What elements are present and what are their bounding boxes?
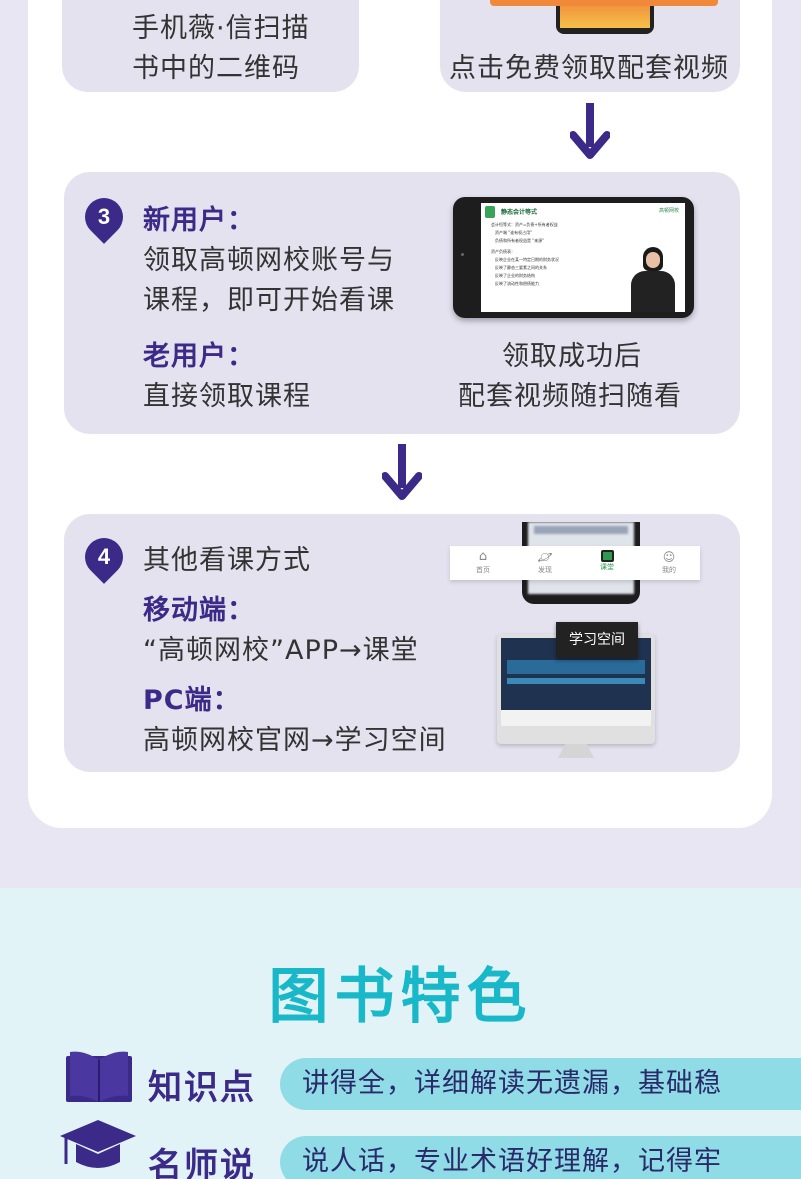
slide-line: 反映了流动性和偿债能力 [495,281,539,286]
slide-line: 负债和所有者权益是 "来源" [495,238,544,243]
slide-line: 资产负债表： [491,249,515,254]
features-title: 图书特色 [268,962,533,1032]
step2-right-caption: 点击免费领取配套视频 [449,53,729,84]
tab-label: 课堂 [600,563,614,571]
feature-label-knowledge: 知识点 [148,1068,256,1108]
tablet-device: 静态会计等式 高顿网校 会计恒等式：资产=负债+所有者权益 资产端 "谁有权占用… [453,197,694,318]
step3-caption-line1: 领取成功后 [502,341,642,372]
tab-home[interactable]: ⌂ 首页 [466,549,500,575]
phone-top-strip [490,0,718,6]
home-icon: ⌂ [478,549,488,564]
tab-label: 发现 [538,566,552,574]
step2-left-line1: 手机薇·信扫描 [132,13,310,44]
old-user-label: 老用户： [143,341,255,372]
user-icon: ☺ [662,550,676,564]
new-user-line1: 领取高顿网校账号与 [143,245,395,276]
feature-desc-teacher: 说人话，专业术语好理解，记得牢 [280,1136,801,1179]
arrow-down-icon [382,444,422,500]
tab-label: 我的 [662,566,676,574]
features-section [0,888,801,1179]
slide-line: 会计恒等式：资产=负债+所有者权益 [491,222,558,227]
step4-intro: 其他看课方式 [143,545,311,576]
new-user-label: 新用户： [143,205,255,236]
new-user-line2: 课程，即可开始看课 [143,285,395,316]
slide-line: 反映了企业的财务结构 [495,273,535,278]
book-icon [66,1051,132,1102]
classroom-icon [600,550,614,562]
feature-label-teacher: 名师说 [148,1146,256,1179]
mobile-label: 移动端： [143,595,255,626]
planet-icon: 🪐︎ [537,550,553,564]
slide-line: 资产端 "谁有权占用" [495,230,532,235]
old-user-line: 直接领取课程 [143,381,311,412]
slide-line: 反映企业在某一特定日期的财务状况 [495,257,559,262]
pc-label: PC端： [143,685,241,716]
slide-line: 反映了静态三要素之间的关系 [495,265,547,270]
app-tab-bar: ⌂ 首页 🪐︎ 发现 课堂 ☺ 我的 [450,546,700,580]
tab-mine[interactable]: ☺ 我的 [652,549,686,575]
feature-desc-knowledge: 讲得全，详细解读无遗漏，基础稳 [280,1058,801,1110]
tablet-screen: 静态会计等式 高顿网校 会计恒等式：资产=负债+所有者权益 资产端 "谁有权占用… [481,203,685,312]
step4-badge: 4 [77,530,131,584]
tab-label: 首页 [476,566,490,574]
slide-title: 静态会计等式 [501,209,538,216]
tab-discover[interactable]: 🪐︎ 发现 [528,549,562,575]
slide-brand: 高顿网校 [658,208,679,214]
teacher-figure [627,247,679,312]
arrow-down-icon [570,103,610,159]
pc-tooltip[interactable]: 学习空间 [556,622,638,658]
step3-badge: 3 [77,190,131,244]
pc-stand [558,744,594,758]
step3-caption-line2: 配套视频随扫随看 [458,381,682,412]
step2-left-line2: 书中的二维码 [132,53,300,84]
pc-line: 高顿网校官网→学习空间 [143,725,447,756]
tab-classroom[interactable]: 课堂 [590,549,624,572]
mobile-line: “高顿网校”APP→课堂 [143,635,419,666]
step2-left-card [62,0,359,92]
graduation-cap-icon [60,1120,136,1168]
